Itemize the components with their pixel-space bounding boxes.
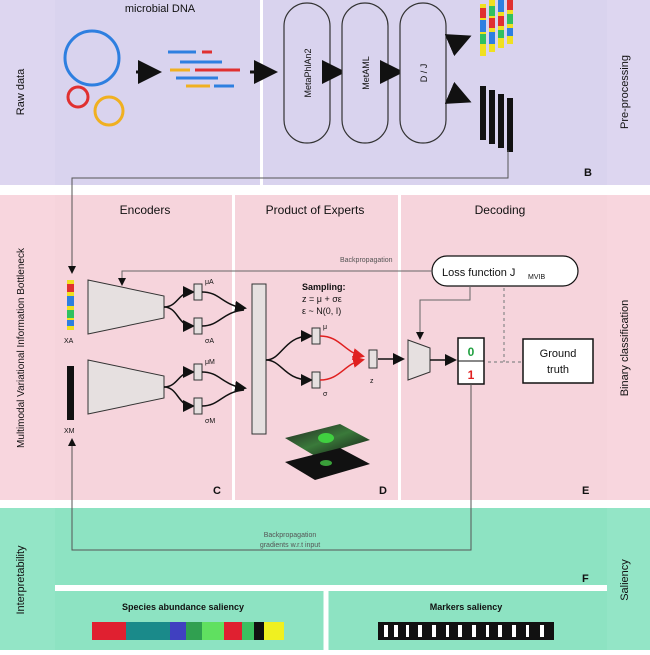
- loss-function-box: Loss function J MVIB: [431, 255, 579, 287]
- svg-text:MetAML: MetAML: [361, 56, 371, 90]
- side-band-saliency: [607, 508, 650, 650]
- svg-text:Ground: Ground: [540, 348, 577, 360]
- markers-saliency-strip: [378, 622, 554, 640]
- mu-m-label: μM: [205, 359, 215, 366]
- panel-letter-f: F: [582, 573, 589, 585]
- saliency-label: Saliency: [619, 559, 631, 601]
- abundance-vectors: [480, 0, 513, 56]
- side-band-binary: [607, 195, 650, 500]
- svg-text:Loss function J: Loss function J: [442, 267, 515, 279]
- red-arrow-sigma: [319, 356, 365, 381]
- input-xm: [67, 366, 74, 420]
- sigma-box: [311, 371, 321, 389]
- sigma-m-box: [193, 397, 203, 415]
- encoder-m: [87, 359, 165, 415]
- raw-data-label: Raw data: [15, 68, 27, 115]
- species-saliency-title: Species abundance saliency: [122, 602, 244, 612]
- backprop-label: Backpropagation: [340, 257, 393, 264]
- panel-letter-e: E: [582, 485, 589, 497]
- connector-to-input: [68, 150, 509, 274]
- gradient-label-2: gradients w.r.t input: [260, 542, 320, 549]
- poe-header: Product of Experts: [266, 203, 365, 217]
- sigma-label: σ: [323, 391, 328, 398]
- mu-box: [311, 327, 321, 345]
- ground-truth-box: Ground truth: [522, 338, 594, 384]
- svg-text:truth: truth: [547, 364, 569, 376]
- z-box: [368, 349, 378, 369]
- decoder: [407, 339, 431, 381]
- mu-label: μ: [323, 324, 327, 331]
- xa-label: XA: [64, 338, 74, 345]
- arrow-to-abundance: [444, 34, 472, 57]
- z-label: z: [370, 378, 374, 385]
- gradient-backprop-line: [68, 384, 472, 551]
- gaussian-surface-image: [285, 424, 370, 480]
- side-band-raw: [0, 0, 55, 185]
- xm-label: XM: [64, 428, 75, 435]
- dna-reads: [168, 50, 240, 88]
- binary-classification-label: Binary classification: [619, 300, 631, 397]
- panel-letter-b: B: [584, 167, 592, 179]
- mu-m-box: [193, 363, 203, 381]
- encoder-a: [87, 279, 165, 335]
- decoding-header: Decoding: [475, 203, 526, 217]
- sampling-eq-2: ε ~ N(0, I): [302, 306, 341, 316]
- markers-saliency-title: Markers saliency: [430, 602, 503, 612]
- preprocessing-label: Pre-processing: [619, 55, 631, 129]
- side-band-interp: [0, 508, 55, 650]
- svg-text:MVIB: MVIB: [528, 274, 545, 281]
- poe-block: [251, 283, 267, 435]
- marker-vectors: [480, 86, 513, 152]
- sigma-a-box: [193, 317, 203, 335]
- mu-a-box: [193, 283, 203, 301]
- species-saliency-strip: [92, 622, 284, 640]
- dna-circle-blue: [63, 29, 121, 87]
- dna-circle-red: [66, 85, 90, 109]
- sigma-a-label: σA: [205, 338, 214, 345]
- backprop-line: [118, 270, 432, 286]
- output-1: 1: [468, 368, 475, 382]
- interpretability-label: Interpretability: [15, 545, 27, 615]
- panel-letter-c: C: [213, 485, 221, 497]
- tool-metaphlan2: MetaPhlAn2: [283, 2, 331, 144]
- input-xa: [67, 280, 74, 330]
- svg-text:MetaPhlAn2: MetaPhlAn2: [303, 48, 313, 97]
- encoders-header: Encoders: [120, 203, 171, 217]
- sampling-title: Sampling:: [302, 282, 346, 292]
- tool-metaml: MetAML: [341, 2, 389, 144]
- panel-letter-d: D: [379, 485, 387, 497]
- tool-dj: D / J: [399, 2, 447, 144]
- sigma-m-label: σM: [205, 418, 215, 425]
- mu-a-label: μA: [205, 279, 214, 286]
- side-band-preproc: [607, 0, 650, 185]
- dna-circle-yellow: [93, 95, 125, 127]
- arrow-to-markers: [444, 81, 472, 104]
- red-arrow-mu: [319, 335, 365, 360]
- gradient-label-1: Backpropagation: [264, 532, 317, 539]
- svg-text:D / J: D / J: [419, 64, 429, 83]
- output-box: 0 1: [457, 337, 485, 385]
- mvib-label: Multimodal Variational Information Bottl…: [16, 247, 27, 448]
- side-band-mvib: [0, 195, 55, 500]
- output-0: 0: [468, 345, 475, 359]
- raw-data-panel: [55, 0, 607, 185]
- sampling-eq-1: z = μ + σε: [302, 294, 342, 304]
- microbial-dna-label: microbial DNA: [125, 3, 196, 15]
